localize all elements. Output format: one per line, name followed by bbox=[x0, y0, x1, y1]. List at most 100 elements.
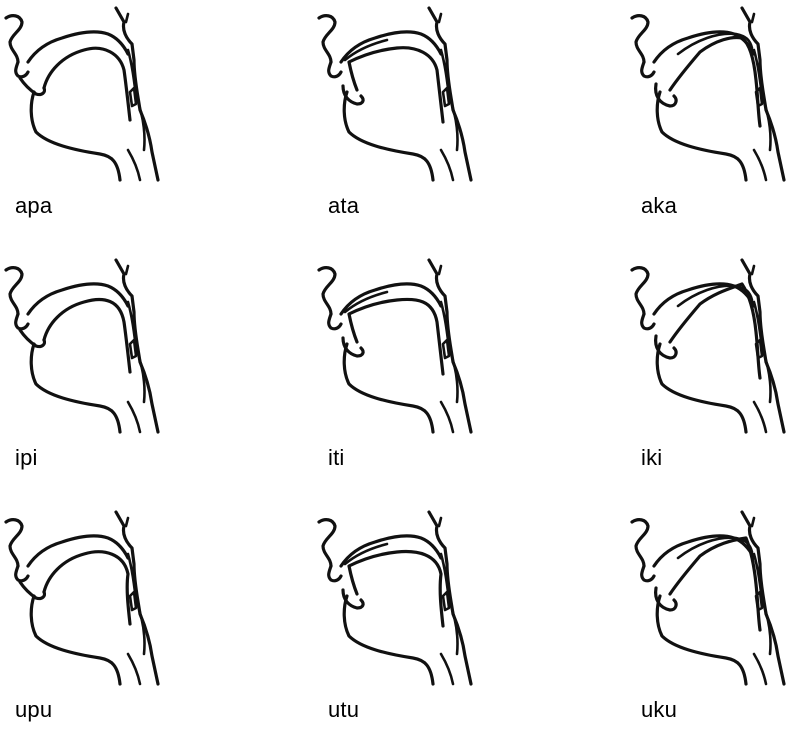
hard-palate bbox=[652, 282, 756, 316]
closure-contour bbox=[676, 536, 754, 560]
tongue-contour bbox=[347, 46, 445, 124]
nose-outline bbox=[317, 14, 337, 64]
tongue-contour bbox=[42, 297, 132, 374]
jaw-outline bbox=[29, 594, 122, 686]
upper-lip bbox=[14, 564, 30, 583]
epiglottis bbox=[128, 590, 138, 612]
nose-outline bbox=[317, 518, 337, 568]
nose-outline bbox=[630, 266, 650, 316]
upper-lip bbox=[14, 60, 30, 79]
larynx-wall bbox=[439, 652, 455, 686]
nose-outline bbox=[317, 266, 337, 316]
pharynx-back-wall bbox=[114, 6, 160, 182]
panel-apa: apa bbox=[0, 0, 240, 230]
nose-outline bbox=[630, 518, 650, 568]
upper-lip bbox=[640, 60, 656, 79]
hard-palate bbox=[26, 534, 130, 568]
pharynx-front-wall bbox=[124, 12, 146, 152]
tongue-contour bbox=[347, 297, 445, 376]
pharynx-back-wall bbox=[114, 258, 160, 434]
larynx-wall bbox=[439, 400, 455, 434]
hard-palate bbox=[26, 282, 130, 316]
lower-lip bbox=[18, 328, 47, 349]
closure-contour bbox=[343, 542, 389, 566]
closure-contour bbox=[343, 38, 389, 62]
panel-label: iki bbox=[641, 445, 663, 470]
jaw-outline bbox=[342, 342, 435, 434]
closure-contour bbox=[676, 284, 754, 308]
upper-lip bbox=[327, 60, 343, 79]
nose-outline bbox=[630, 14, 650, 64]
larynx-wall bbox=[752, 400, 768, 434]
epiglottis bbox=[128, 338, 138, 360]
panel-utu: utu bbox=[313, 504, 553, 734]
jaw-outline bbox=[29, 90, 122, 182]
pharynx-back-wall bbox=[427, 510, 473, 686]
vocal-tract-sketch bbox=[317, 6, 473, 182]
larynx-wall bbox=[126, 400, 142, 434]
panel-uku: uku bbox=[626, 504, 793, 734]
panel-label: iti bbox=[328, 445, 345, 470]
upper-lip bbox=[327, 564, 343, 583]
jaw-outline bbox=[655, 90, 748, 182]
lower-lip bbox=[654, 586, 678, 612]
lower-lip bbox=[341, 84, 365, 106]
pharynx-back-wall bbox=[427, 258, 473, 434]
epiglottis bbox=[128, 86, 138, 108]
panel-label: utu bbox=[328, 697, 360, 722]
nose-outline bbox=[4, 14, 24, 64]
upper-lip bbox=[640, 564, 656, 583]
jaw-outline bbox=[29, 342, 122, 434]
panel-aka: aka bbox=[626, 0, 793, 230]
pharynx-back-wall bbox=[114, 510, 160, 686]
epiglottis bbox=[441, 86, 451, 108]
tongue-contour bbox=[668, 35, 762, 128]
panel-iki: iki bbox=[626, 252, 793, 482]
larynx-wall bbox=[126, 652, 142, 686]
larynx-wall bbox=[126, 148, 142, 182]
hard-palate bbox=[339, 30, 443, 64]
larynx-wall bbox=[752, 148, 768, 182]
tongue-contour bbox=[668, 282, 762, 380]
epiglottis bbox=[441, 590, 451, 612]
jaw-outline bbox=[655, 342, 748, 434]
panel-upu: upu bbox=[0, 504, 240, 734]
vocal-tract-sketch bbox=[317, 258, 473, 434]
nose-outline bbox=[4, 518, 24, 568]
lower-lip bbox=[18, 580, 47, 601]
hard-palate bbox=[339, 282, 443, 316]
panel-ata: ata bbox=[313, 0, 553, 230]
tongue-contour bbox=[668, 536, 762, 632]
pharynx-back-wall bbox=[740, 6, 786, 182]
upper-lip bbox=[14, 312, 30, 331]
pharynx-back-wall bbox=[427, 6, 473, 182]
lower-lip bbox=[341, 336, 365, 358]
panel-label: upu bbox=[15, 697, 53, 722]
closure-contour bbox=[343, 290, 389, 314]
vocal-tract-sketch bbox=[4, 510, 160, 686]
larynx-wall bbox=[752, 652, 768, 686]
vocal-tract-sketch bbox=[4, 258, 160, 434]
panel-iti: iti bbox=[313, 252, 553, 482]
jaw-outline bbox=[342, 90, 435, 182]
vocal-tract-sketch bbox=[4, 6, 160, 182]
lower-lip bbox=[654, 82, 678, 108]
closure-contour bbox=[676, 32, 754, 56]
pharynx-front-wall bbox=[437, 12, 459, 152]
panel-ipi: ipi bbox=[0, 252, 240, 482]
tongue-contour bbox=[347, 549, 445, 628]
pharynx-back-wall bbox=[740, 258, 786, 434]
larynx-wall bbox=[439, 148, 455, 182]
lower-lip bbox=[18, 76, 47, 97]
panel-label: ipi bbox=[15, 445, 38, 470]
panel-label: apa bbox=[15, 193, 53, 218]
lower-lip bbox=[341, 588, 365, 610]
panel-label: aka bbox=[641, 193, 678, 218]
panel-label: ata bbox=[328, 193, 360, 218]
upper-lip bbox=[327, 312, 343, 331]
jaw-outline bbox=[342, 594, 435, 686]
vocal-tract-sketch bbox=[630, 6, 786, 182]
hard-palate bbox=[26, 30, 130, 64]
vocal-tract-sketch bbox=[630, 510, 786, 686]
